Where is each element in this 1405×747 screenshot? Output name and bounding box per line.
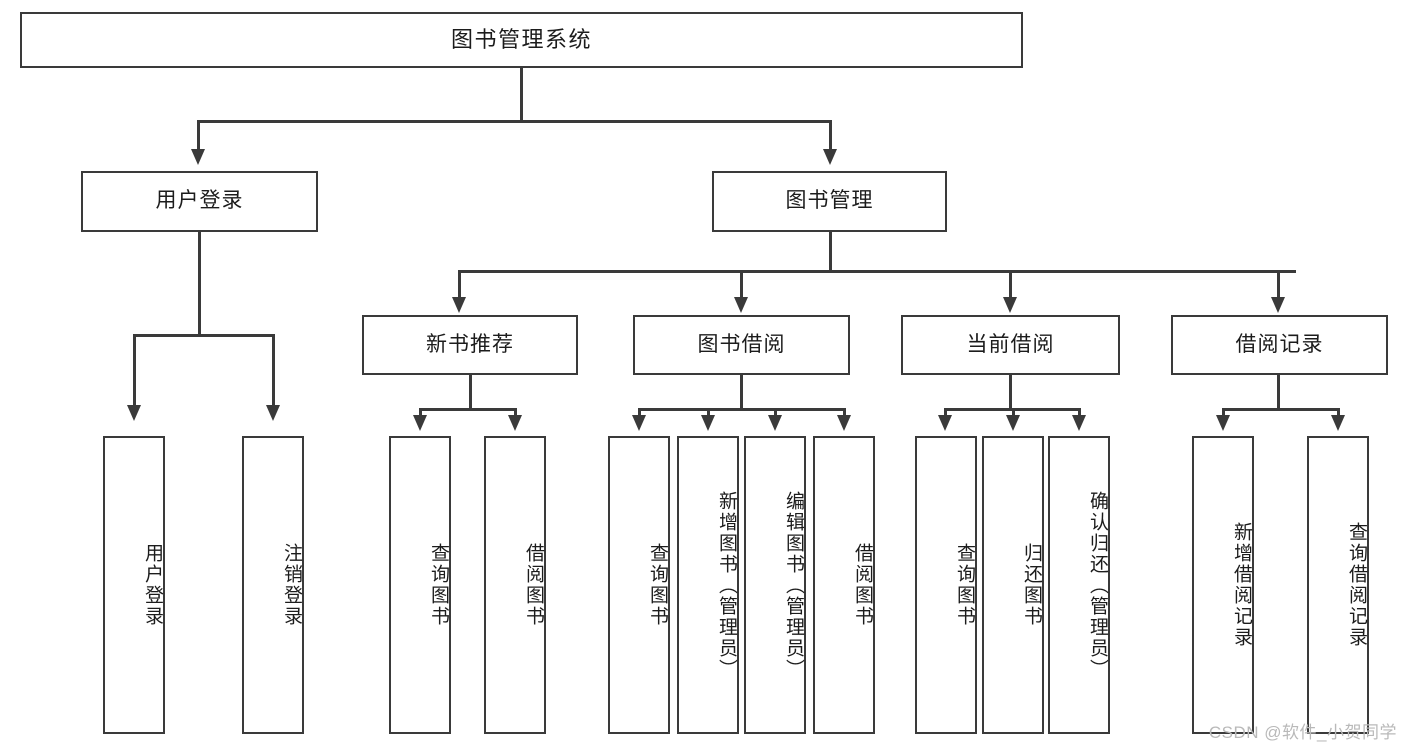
edge-borrow-record-bus — [1222, 408, 1338, 411]
arrow-nb-borrow — [508, 415, 522, 431]
node-label: 查询图书 — [647, 543, 668, 627]
edge-drop-book-management — [829, 120, 832, 150]
edge-drop-leaf-logout — [272, 334, 275, 406]
edge-borrow-record-stem — [1277, 375, 1280, 408]
node-label: 图书管理 — [785, 189, 874, 213]
arrow-cb-query — [938, 415, 952, 431]
arrow-bb-query — [632, 415, 646, 431]
edge-drop-br-query — [1337, 408, 1340, 416]
node-new-book-recommendation[interactable]: 新书推荐 — [362, 315, 578, 375]
leaf-confirm-return-admin[interactable]: 确认归还（管理员） — [1048, 436, 1110, 734]
leaf-add-book-admin[interactable]: 新增图书（管理员） — [677, 436, 739, 734]
leaf-query-borrow-record[interactable]: 查询借阅记录 — [1307, 436, 1369, 734]
arrow-bb-borrow — [837, 415, 851, 431]
edge-book-management-stem — [829, 232, 832, 270]
edge-drop-bb-add — [707, 408, 710, 416]
edge-drop-br-add — [1222, 408, 1225, 416]
arrow-borrow-record — [1271, 297, 1285, 313]
node-book-management[interactable]: 图书管理 — [712, 171, 947, 232]
node-label: 新增借阅记录 — [1231, 522, 1252, 648]
node-label: 查询图书 — [954, 543, 975, 627]
edge-book-borrow-bus — [638, 408, 843, 411]
edge-drop-cb-query — [944, 408, 947, 416]
node-label: 确认归还（管理员） — [1087, 490, 1108, 680]
edge-drop-user-login — [197, 120, 200, 150]
node-label: 用户登录 — [142, 543, 163, 627]
edge-drop-current-borrow — [1009, 270, 1012, 298]
node-label: 注销登录 — [281, 543, 302, 627]
edge-level3-bus — [458, 270, 1296, 273]
node-label: 查询图书 — [428, 543, 449, 627]
edge-user-login-bus — [133, 334, 274, 337]
arrow-book-management — [823, 149, 837, 165]
leaf-logout[interactable]: 注销登录 — [242, 436, 304, 734]
arrow-user-login — [191, 149, 205, 165]
arrow-book-borrow — [734, 297, 748, 313]
arrow-bb-add — [701, 415, 715, 431]
edge-drop-bb-borrow — [843, 408, 846, 416]
leaf-borrow-book-new[interactable]: 借阅图书 — [484, 436, 546, 734]
node-root-book-management-system[interactable]: 图书管理系统 — [20, 12, 1023, 68]
edge-drop-cb-confirm — [1078, 408, 1081, 416]
edge-drop-cb-return — [1012, 408, 1015, 416]
node-label: 当前借阅 — [966, 332, 1055, 356]
arrow-leaf-user-login — [127, 405, 141, 421]
edge-drop-bb-query — [638, 408, 641, 416]
node-label: 编辑图书（管理员） — [783, 490, 804, 680]
edge-drop-new-book — [458, 270, 461, 298]
node-label: 图书借阅 — [697, 332, 786, 356]
leaf-user-login[interactable]: 用户登录 — [103, 436, 165, 734]
leaf-edit-book-admin[interactable]: 编辑图书（管理员） — [744, 436, 806, 734]
leaf-return-book[interactable]: 归还图书 — [982, 436, 1044, 734]
edge-current-borrow-stem — [1009, 375, 1012, 408]
node-label: 新增图书（管理员） — [716, 490, 737, 680]
node-label: 借阅记录 — [1235, 332, 1324, 356]
node-label: 查询借阅记录 — [1346, 522, 1367, 648]
node-label: 用户登录 — [155, 189, 244, 213]
node-book-borrow[interactable]: 图书借阅 — [633, 315, 850, 375]
arrow-leaf-logout — [266, 405, 280, 421]
edge-drop-nb-borrow — [514, 408, 517, 416]
leaf-add-borrow-record[interactable]: 新增借阅记录 — [1192, 436, 1254, 734]
node-label: 借阅图书 — [523, 543, 544, 627]
edge-drop-leaf-user-login — [133, 334, 136, 406]
arrow-cb-confirm — [1072, 415, 1086, 431]
arrow-br-query — [1331, 415, 1345, 431]
edge-book-borrow-stem — [740, 375, 743, 408]
node-label: 借阅图书 — [852, 543, 873, 627]
edge-level2-bus — [197, 120, 831, 123]
arrow-new-book — [452, 297, 466, 313]
arrow-cb-return — [1006, 415, 1020, 431]
arrow-bb-edit — [768, 415, 782, 431]
arrow-br-add — [1216, 415, 1230, 431]
node-current-borrow[interactable]: 当前借阅 — [901, 315, 1120, 375]
edge-new-book-stem — [469, 375, 472, 408]
edge-drop-bb-edit — [774, 408, 777, 416]
edge-root-stem — [520, 68, 523, 120]
arrow-current-borrow — [1003, 297, 1017, 313]
leaf-query-book-current[interactable]: 查询图书 — [915, 436, 977, 734]
leaf-borrow-book[interactable]: 借阅图书 — [813, 436, 875, 734]
edge-drop-book-borrow — [740, 270, 743, 298]
node-user-login[interactable]: 用户登录 — [81, 171, 318, 232]
node-label: 归还图书 — [1021, 543, 1042, 627]
leaf-query-book-new[interactable]: 查询图书 — [389, 436, 451, 734]
edge-drop-nb-query — [419, 408, 422, 416]
edge-current-borrow-bus — [944, 408, 1079, 411]
node-label: 图书管理系统 — [450, 27, 592, 53]
node-label: 新书推荐 — [426, 332, 514, 356]
arrow-nb-query — [413, 415, 427, 431]
leaf-query-book-borrow[interactable]: 查询图书 — [608, 436, 670, 734]
edge-drop-borrow-record — [1277, 270, 1280, 298]
node-borrow-record[interactable]: 借阅记录 — [1171, 315, 1388, 375]
edge-user-login-stem — [198, 232, 201, 334]
edge-new-book-bus — [419, 408, 515, 411]
